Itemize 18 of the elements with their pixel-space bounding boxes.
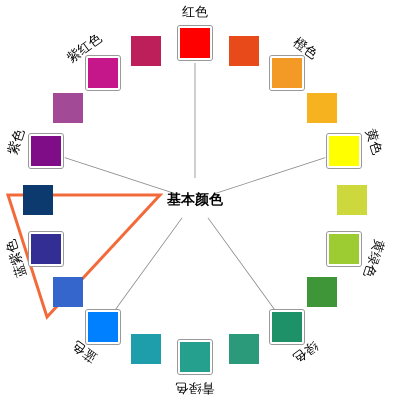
color-name: 橙色 [289,34,322,64]
connector-line [64,157,174,194]
color-swatch [334,182,370,218]
color-name: 绿色 [289,336,322,368]
color-name: 紫色 [4,126,29,159]
color-name: 红色 [181,5,209,21]
center-label: 基本颜色 [167,191,223,209]
color-name: 蓝色 [68,336,101,368]
color-swatch [20,182,56,218]
color-name: 青绿色 [174,379,216,395]
color-name: 紫红色 [64,30,106,68]
connector-line [208,217,276,312]
color-name: 黄色 [361,126,386,159]
connector-line [114,217,182,312]
color-name: 黄绿色 [359,236,388,281]
connector-line [216,157,326,194]
color-name: 蓝紫色 [2,236,31,281]
connector-line [194,62,196,178]
